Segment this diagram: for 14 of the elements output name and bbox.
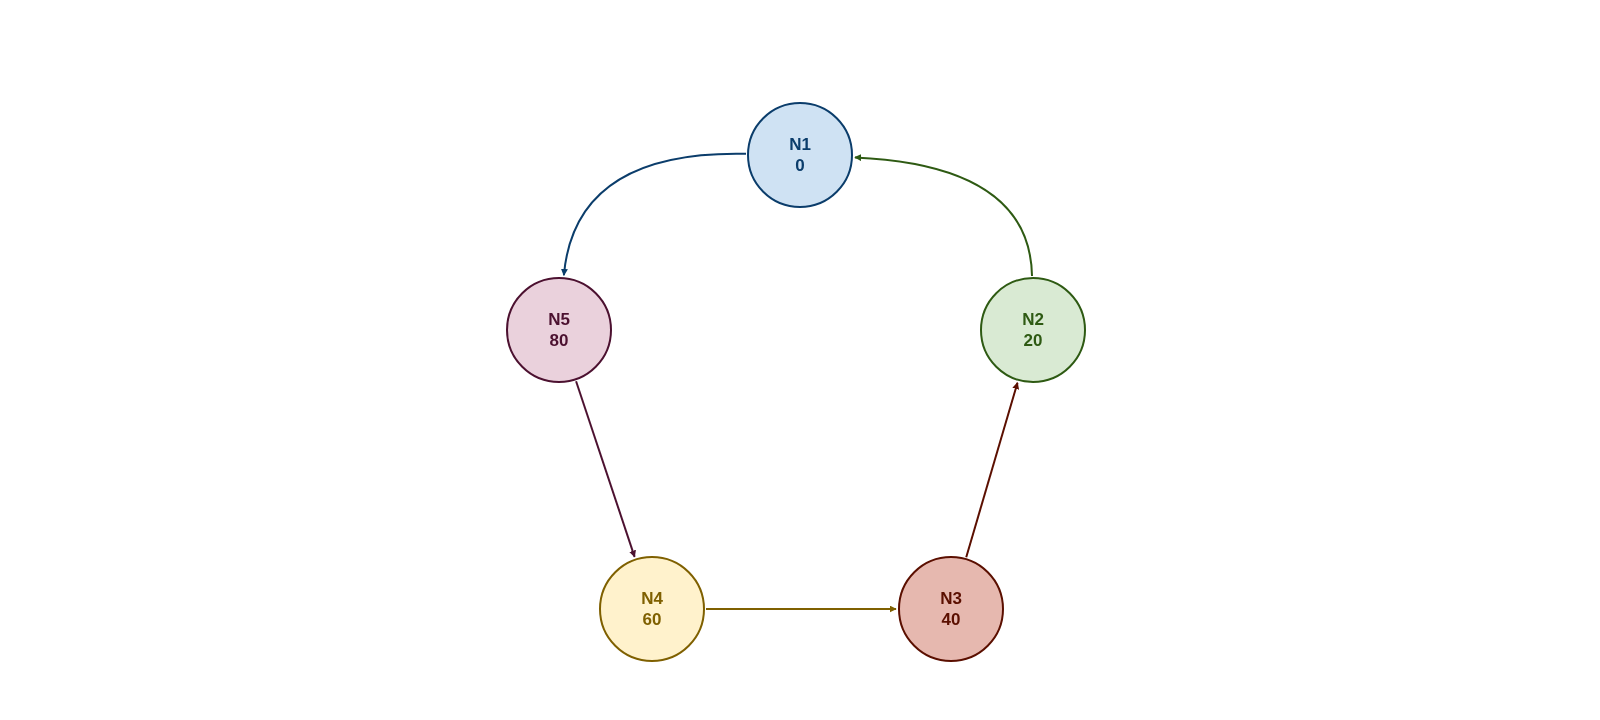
node-label: N5	[548, 309, 570, 330]
arrow	[705, 605, 897, 613]
arrow	[561, 152, 747, 277]
node-value: 40	[941, 609, 961, 630]
arrow	[965, 381, 1020, 559]
node-value: 60	[642, 609, 662, 630]
node-value: 80	[549, 330, 569, 351]
node-label: N3	[940, 588, 962, 609]
arrow	[853, 154, 1033, 277]
node-value: 20	[1023, 330, 1043, 351]
node-label: N2	[1022, 309, 1044, 330]
node-value: 0	[795, 155, 805, 176]
node-label: N4	[641, 588, 663, 609]
node-label: N1	[789, 134, 811, 155]
